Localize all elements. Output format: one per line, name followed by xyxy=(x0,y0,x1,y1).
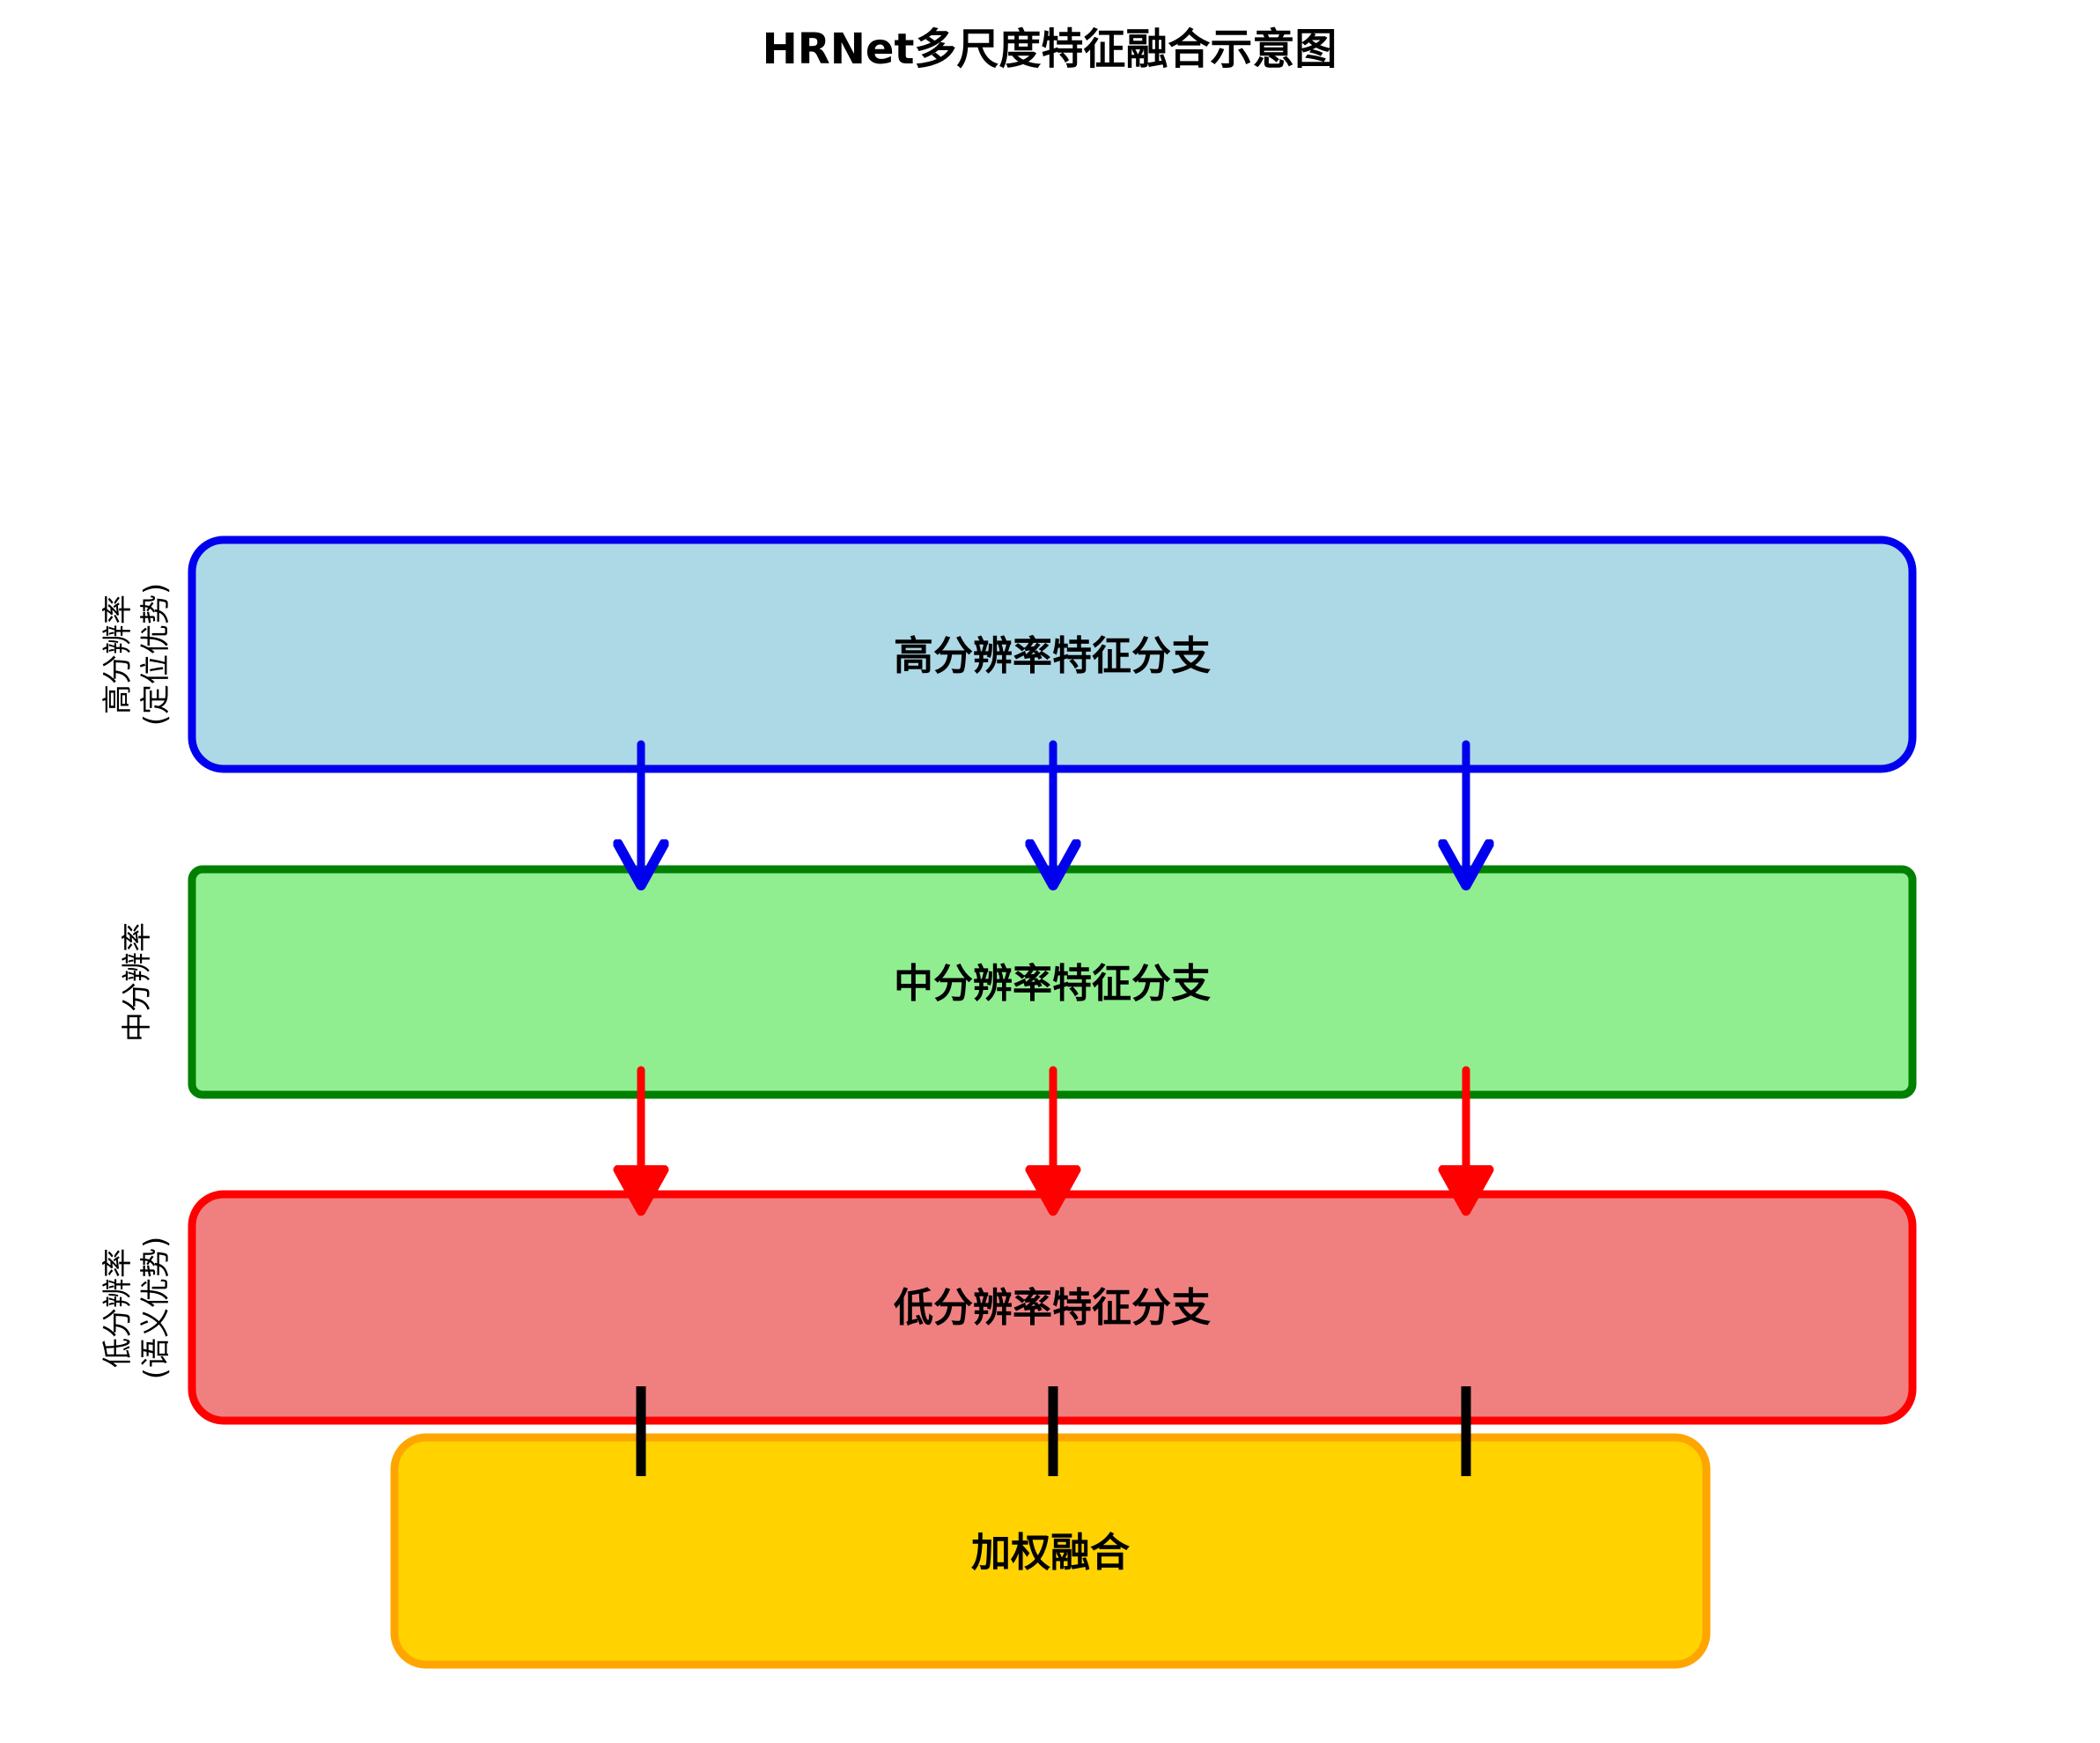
connectors-low-to-fusion xyxy=(636,1386,1471,1476)
side-label-low-resolution: 低分辨率 (语义优势) xyxy=(100,1237,173,1380)
mid-resolution-branch[interactable]: 中分辨率特征分支 xyxy=(188,865,1917,1099)
connectors-high-to-mid xyxy=(641,740,1466,881)
side-label-high-resolution: 高分辨率 (定位优势) xyxy=(100,583,173,727)
low-resolution-branch-label: 低分辨率特征分支 xyxy=(894,1284,1211,1331)
high-resolution-branch[interactable]: 高分辨率特征分支 xyxy=(188,535,1917,773)
side-label-low-resolution-line1: 低分辨率 xyxy=(100,1248,136,1368)
side-label-high-resolution-line2: (定位优势) xyxy=(138,583,173,727)
side-label-mid-resolution-line1: 中分辨率 xyxy=(120,922,155,1042)
side-label-high-resolution-line1: 高分辨率 xyxy=(100,595,136,714)
page-title: HRNet多尺度特征融合示意图 xyxy=(763,25,1337,74)
high-resolution-branch-label: 高分辨率特征分支 xyxy=(894,632,1211,679)
weighted-fusion-label: 加权融合 xyxy=(971,1529,1130,1576)
mid-resolution-branch-label: 中分辨率特征分支 xyxy=(894,960,1211,1007)
side-label-low-resolution-line2: (语义优势) xyxy=(138,1237,173,1380)
connectors-mid-to-low xyxy=(613,1066,1494,1216)
side-label-mid-resolution: 中分辨率 xyxy=(120,922,155,1042)
weighted-fusion-block[interactable]: 加权融合 xyxy=(390,1433,1711,1669)
